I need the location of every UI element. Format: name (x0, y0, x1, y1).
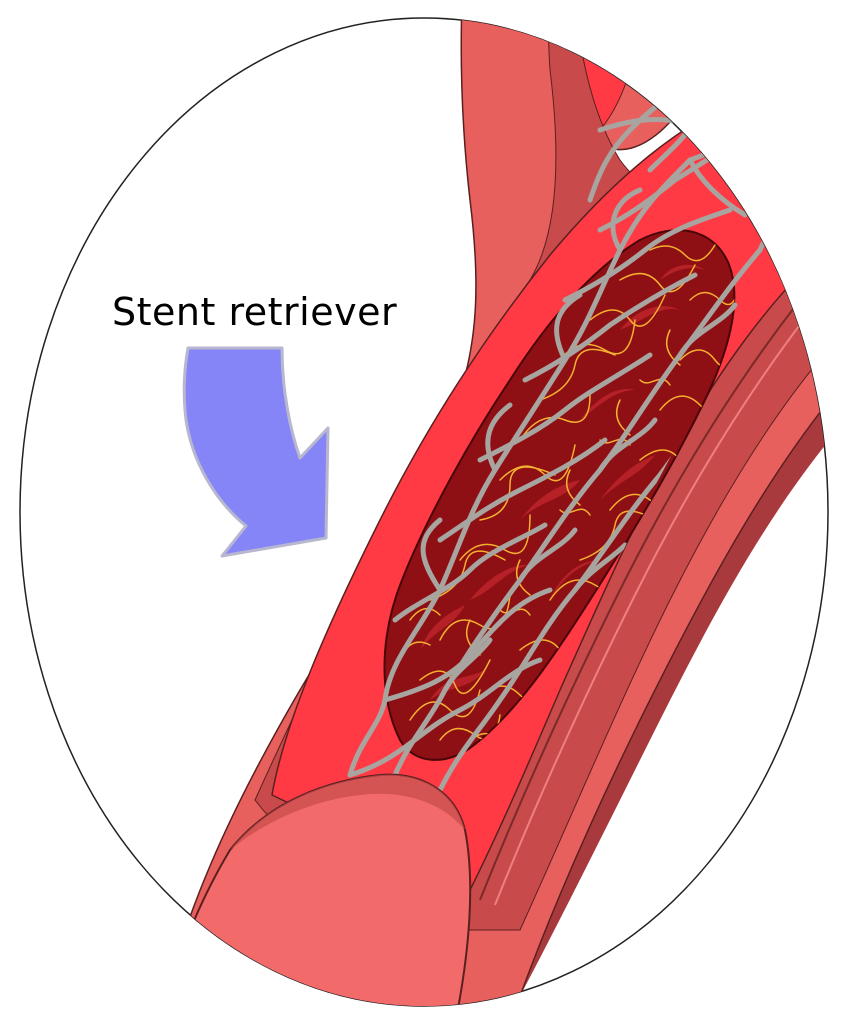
blood-clot (383, 229, 736, 761)
curved-arrow-icon (182, 346, 330, 558)
stent-retriever-label: Stent retriever (112, 290, 398, 334)
